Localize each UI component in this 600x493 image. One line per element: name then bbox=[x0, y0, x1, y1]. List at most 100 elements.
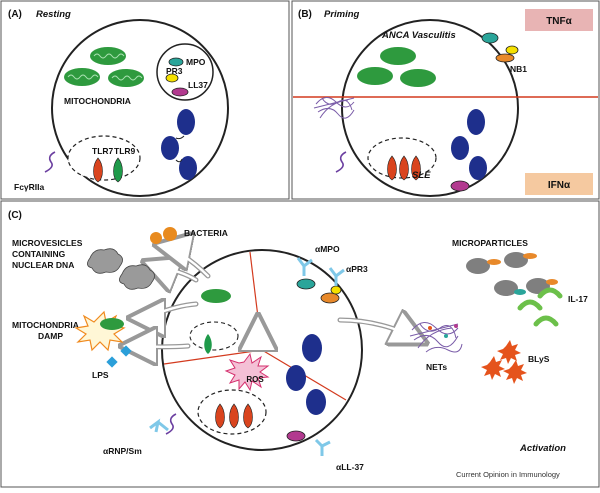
nucleus-lobes bbox=[161, 109, 197, 180]
nucleus-lobe-icon bbox=[179, 156, 197, 180]
cristae-icon bbox=[111, 75, 143, 81]
nucleus-lobe-icon bbox=[467, 109, 485, 135]
nb1-icon bbox=[546, 279, 558, 285]
ifn-label: IFNα bbox=[548, 180, 571, 191]
sle-label: SLE bbox=[412, 170, 431, 181]
ll37-icon bbox=[171, 87, 189, 97]
nucleus-lobe-icon bbox=[161, 136, 179, 160]
tlr9-icon bbox=[204, 334, 212, 354]
ll37-label: LL37 bbox=[188, 80, 208, 90]
ampo-label: αMPO bbox=[315, 244, 340, 254]
cristae-icon bbox=[93, 53, 125, 59]
nb1-icon bbox=[320, 292, 340, 304]
mitochondrion-icon bbox=[100, 318, 124, 330]
nucleus-lobe-icon bbox=[306, 389, 326, 415]
mitochondrion-icon bbox=[64, 68, 100, 86]
mito-damp-label-2: DAMP bbox=[38, 331, 63, 341]
antibody-arnp-icon bbox=[149, 418, 169, 433]
panel-c-letter: (C) bbox=[8, 210, 22, 221]
pr3-label: PR3 bbox=[166, 66, 183, 76]
il17-label: IL-17 bbox=[568, 294, 588, 304]
tlr7-icon bbox=[93, 157, 103, 183]
mitochondria-label: MITOCHONDRIA bbox=[64, 96, 131, 106]
nb1-icon bbox=[495, 53, 515, 63]
panel-b-letter: (B) bbox=[298, 9, 312, 20]
fcgr-receptor-icon bbox=[165, 413, 177, 435]
panel-b-title: Priming bbox=[324, 9, 360, 20]
mitochondrion-icon bbox=[357, 67, 393, 85]
antibody-apr3-icon bbox=[328, 267, 345, 286]
microvesicles-label-1: MICROVESICLES bbox=[12, 238, 83, 248]
membrane-mpo-icon bbox=[481, 32, 499, 44]
tlr-icon bbox=[399, 155, 409, 181]
segment-line bbox=[163, 349, 263, 365]
blys-icon bbox=[481, 356, 505, 380]
lps-label: LPS bbox=[92, 370, 109, 380]
bacterium-icon bbox=[150, 232, 162, 244]
blys-icon bbox=[503, 360, 527, 384]
microvesicle-icon bbox=[119, 264, 155, 290]
nets-icon bbox=[409, 322, 463, 353]
bacteria-label: BACTERIA bbox=[184, 228, 228, 238]
mitochondrion-icon bbox=[201, 289, 231, 303]
il17-icon bbox=[533, 315, 559, 327]
tnf-box bbox=[525, 9, 593, 31]
mitochondria-group bbox=[64, 47, 144, 87]
antibody-ampo-icon bbox=[296, 257, 313, 276]
panel-c-title: Activation bbox=[519, 443, 566, 454]
mitochondrion-icon bbox=[90, 47, 126, 65]
il17-icon bbox=[537, 287, 563, 299]
microparticle-icon bbox=[466, 258, 490, 274]
mitochondrion-icon bbox=[380, 47, 416, 65]
bacterium-icon bbox=[163, 227, 177, 241]
microparticle-icon bbox=[494, 280, 518, 296]
cristae-icon bbox=[67, 74, 99, 80]
nucleus-lobe-icon bbox=[177, 109, 195, 135]
nucleus-lobe-icon bbox=[469, 156, 487, 180]
microparticle-icon bbox=[504, 252, 528, 268]
panel-a-title: Resting bbox=[36, 9, 71, 20]
nb1-label: NB1 bbox=[510, 64, 527, 74]
mito-damp-label-1: MITOCHONDRIA bbox=[12, 320, 79, 330]
tlr7-label: TLR7 bbox=[92, 146, 114, 156]
microvesicles-label-3: NUCLEAR DNA bbox=[12, 260, 74, 270]
panel-a: (A) Resting MITOCHONDRIA MPO PR3 LL37 bbox=[0, 0, 290, 200]
membrane-mpo-icon bbox=[296, 278, 316, 290]
membrane-pr3-icon bbox=[330, 285, 342, 295]
ros-burst-icon bbox=[224, 352, 270, 392]
microparticles-label: MICROPARTICLES bbox=[452, 238, 528, 248]
net-strands-icon bbox=[313, 97, 355, 119]
nb1-icon bbox=[487, 259, 501, 265]
ros-label: ROS bbox=[246, 375, 264, 384]
tlr-icon bbox=[387, 155, 397, 181]
release-arrows-inner bbox=[126, 244, 422, 349]
blys-label: BLyS bbox=[528, 354, 550, 364]
membrane-ll37-icon bbox=[450, 180, 470, 192]
microvesicle-icon bbox=[87, 248, 123, 274]
mpo-label: MPO bbox=[186, 57, 206, 67]
il17-icon bbox=[517, 299, 543, 311]
anca-label: ANCA Vasculitis bbox=[381, 30, 456, 41]
blys-icon bbox=[497, 340, 521, 364]
arnp-label: αRNP/Sm bbox=[103, 446, 142, 456]
antibody-all37-icon bbox=[314, 438, 331, 456]
mitochondrion-icon bbox=[400, 69, 436, 87]
endosome bbox=[67, 135, 141, 181]
panel-a-letter: (A) bbox=[8, 9, 22, 20]
nucleus-lobe-icon bbox=[302, 334, 322, 362]
fcgr-receptor-icon bbox=[335, 151, 347, 173]
tlr-icon bbox=[411, 155, 421, 181]
ifn-box bbox=[525, 173, 593, 195]
tlr9-icon bbox=[113, 157, 123, 183]
tlr-icon bbox=[243, 403, 253, 429]
nucleus-lobe-icon bbox=[451, 136, 469, 160]
fcgr-label: FcγRIIa bbox=[14, 182, 45, 192]
nucleus-lobe-icon bbox=[286, 365, 306, 391]
panel-b: (B) Priming TNFα IFNα ANCA Vasculitis NB… bbox=[291, 0, 600, 200]
pr3-icon bbox=[165, 73, 179, 83]
tlr-icon bbox=[229, 403, 239, 429]
nets-proteins bbox=[428, 324, 458, 338]
apr3-label: αPR3 bbox=[346, 264, 368, 274]
